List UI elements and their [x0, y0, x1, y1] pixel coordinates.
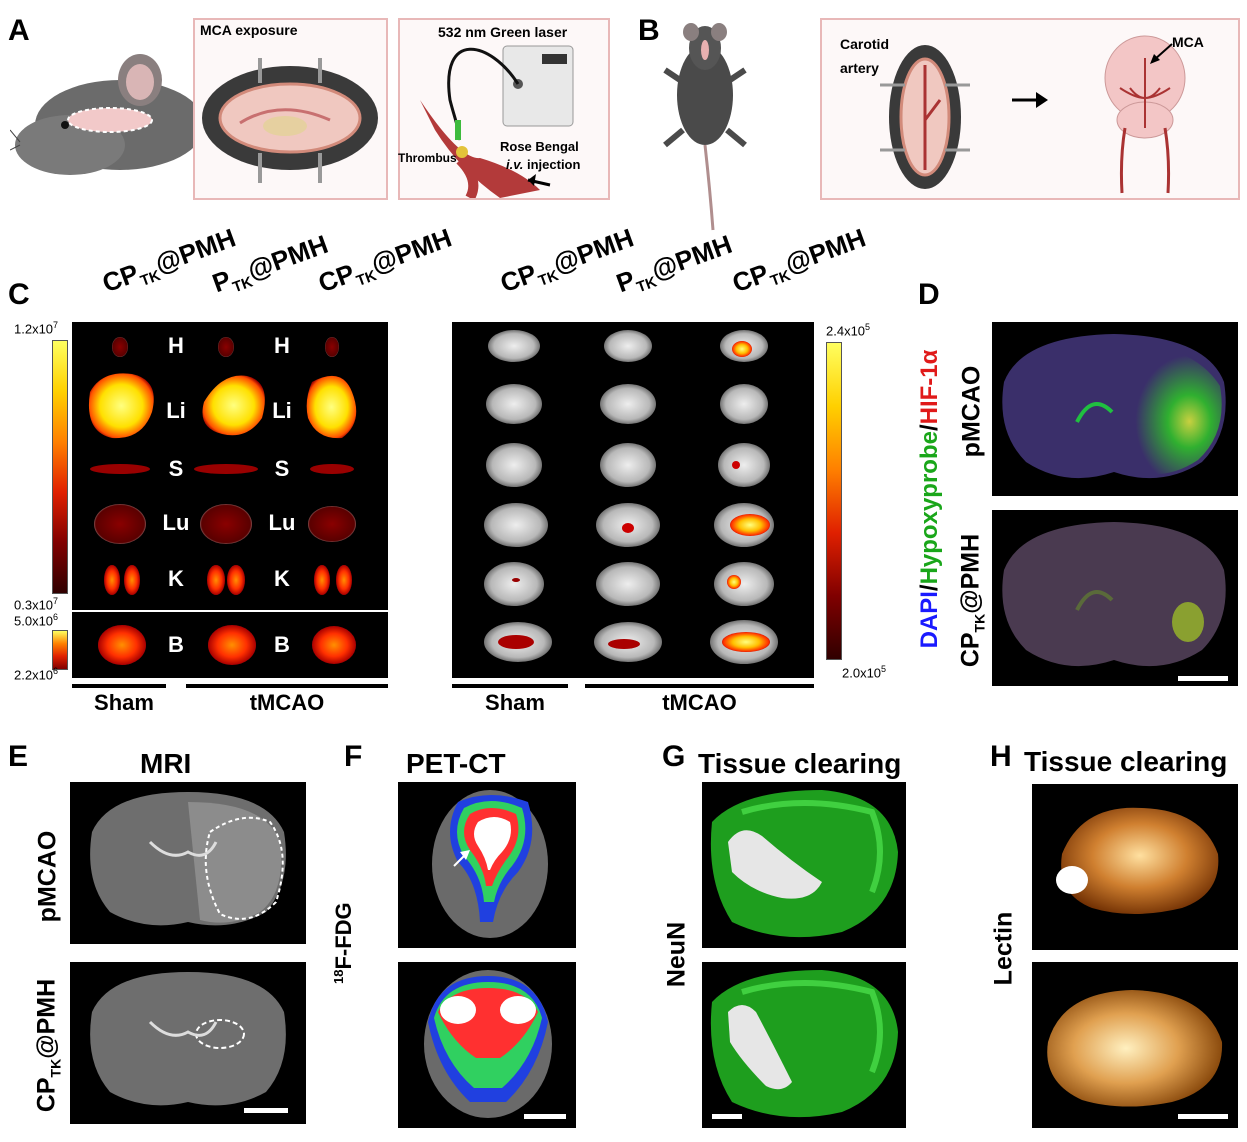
h-lectin-bottom-image — [1047, 990, 1223, 1107]
c-organ-images — [88, 337, 357, 665]
c-right-scale-top: 2.4x105 — [826, 322, 871, 339]
c-brain-colorbar — [52, 630, 68, 670]
c-left-tmcao-bar — [186, 684, 388, 688]
e-pmcao-brain — [90, 792, 286, 926]
carotid-illustration — [880, 45, 970, 189]
c-left-tmcao-label: tMCAO — [249, 690, 325, 715]
g-neun-bottom-image — [710, 970, 898, 1118]
panel-label-b: B — [638, 14, 660, 47]
organ-label-b-2: B — [274, 632, 290, 657]
c-right-tmcao-bar — [585, 684, 814, 688]
c-organ-divider — [72, 610, 388, 612]
c-brain-scale-bottom: 2.2x106 — [14, 666, 59, 683]
laser-title: 532 nm Green laser — [438, 24, 568, 40]
mouse-head-illustration — [10, 54, 200, 175]
g-side-label: NeuN — [662, 921, 691, 988]
mca-exposure-title: MCA exposure — [200, 22, 298, 38]
f-title: PET-CT — [406, 748, 506, 779]
iv-label: i.v. — [506, 157, 524, 172]
c-brain-scale-top: 5.0x106 — [14, 612, 59, 629]
c-left-scale-top: 1.2x107 — [14, 320, 59, 337]
f-pet-top-image — [432, 790, 548, 938]
panel-label-a: A — [8, 14, 30, 47]
g-neun-top-image — [710, 790, 898, 938]
injection-word: injection — [526, 157, 581, 172]
brain-vessel-illustration — [1104, 35, 1186, 194]
e-cptk-brain — [90, 972, 286, 1106]
c-right-col-1: CPTK@PMH — [496, 222, 638, 299]
c-left-col-3: CPTK@PMH — [314, 222, 456, 299]
c-right-colorbar — [826, 342, 842, 660]
rose-bengal-label: Rose Bengal — [500, 139, 579, 154]
c-brain-slice-images — [484, 330, 778, 664]
e-row1-label: pMCAO — [33, 830, 62, 923]
mca-label: MCA — [1172, 34, 1204, 50]
organ-label-h-1: H — [168, 333, 184, 358]
arrow-right-icon — [1012, 92, 1048, 108]
h-title: Tissue clearing — [1024, 746, 1228, 777]
e-row2-label: CPTK@PMH — [32, 978, 64, 1113]
d-pmcao-brain — [1002, 334, 1226, 479]
panel-label-e: E — [8, 740, 29, 773]
f-scale-bar — [524, 1114, 566, 1119]
c-right-scale-bottom: 2.0x105 — [842, 664, 887, 681]
panel-label-c: C — [8, 278, 30, 311]
organ-label-li-1: Li — [166, 398, 186, 423]
mca-arrow-icon — [1150, 43, 1173, 64]
laser-illustration — [420, 45, 574, 198]
c-left-colorbar — [52, 340, 68, 594]
thrombus-label: Thrombus — [398, 151, 457, 165]
c-right-sham-label: Sham — [485, 690, 545, 715]
c-left-scale-bottom: 0.3x107 — [14, 596, 59, 613]
e-scale-bar — [244, 1108, 288, 1113]
panel-label-d: D — [918, 278, 940, 311]
c-right-tmcao-label: tMCAO — [662, 690, 737, 715]
injection-label: i.v. injection — [506, 157, 580, 172]
d-row2-label: CPTK@PMH — [956, 533, 988, 668]
organ-label-k-2: K — [274, 566, 290, 591]
organ-label-lu-1: Lu — [162, 510, 190, 535]
h-lectin-top-image — [1056, 807, 1219, 914]
organ-label-s-1: S — [168, 456, 184, 481]
d-row1-label: pMCAO — [957, 365, 986, 458]
d-scale-bar — [1178, 676, 1228, 681]
mca-exposure-illustration — [202, 58, 378, 183]
f-pet-bottom-image — [424, 970, 552, 1118]
c-left-sham-label: Sham — [94, 690, 154, 715]
c-left-sham-bar — [72, 684, 166, 688]
h-side-label: Lectin — [989, 911, 1018, 986]
d-stain-label: DAPI/Hypoxyprobe/HIF-1α — [916, 349, 943, 649]
f-side-label: 18F-FDG — [330, 902, 357, 985]
organ-label-b-1: B — [168, 632, 184, 657]
e-title: MRI — [140, 748, 192, 779]
organ-label-s-2: S — [274, 456, 290, 481]
panel-label-h: H — [990, 740, 1012, 773]
artery-label: artery — [840, 60, 879, 76]
g-scale-bar — [712, 1114, 742, 1119]
c-right-sham-bar — [452, 684, 568, 688]
carotid-label: Carotid — [840, 36, 889, 52]
mouse-body-illustration — [663, 23, 747, 231]
h-scale-bar — [1178, 1114, 1228, 1119]
g-title: Tissue clearing — [698, 748, 902, 779]
organ-label-lu-2: Lu — [268, 510, 296, 535]
d-cptk-brain — [1002, 522, 1226, 667]
organ-label-h-2: H — [274, 333, 290, 358]
organ-label-li-2: Li — [272, 398, 292, 423]
c-brain-slices-panel — [452, 322, 814, 678]
panel-label-f: F — [344, 740, 363, 773]
panel-label-g: G — [662, 740, 686, 773]
organ-label-k-1: K — [168, 566, 184, 591]
